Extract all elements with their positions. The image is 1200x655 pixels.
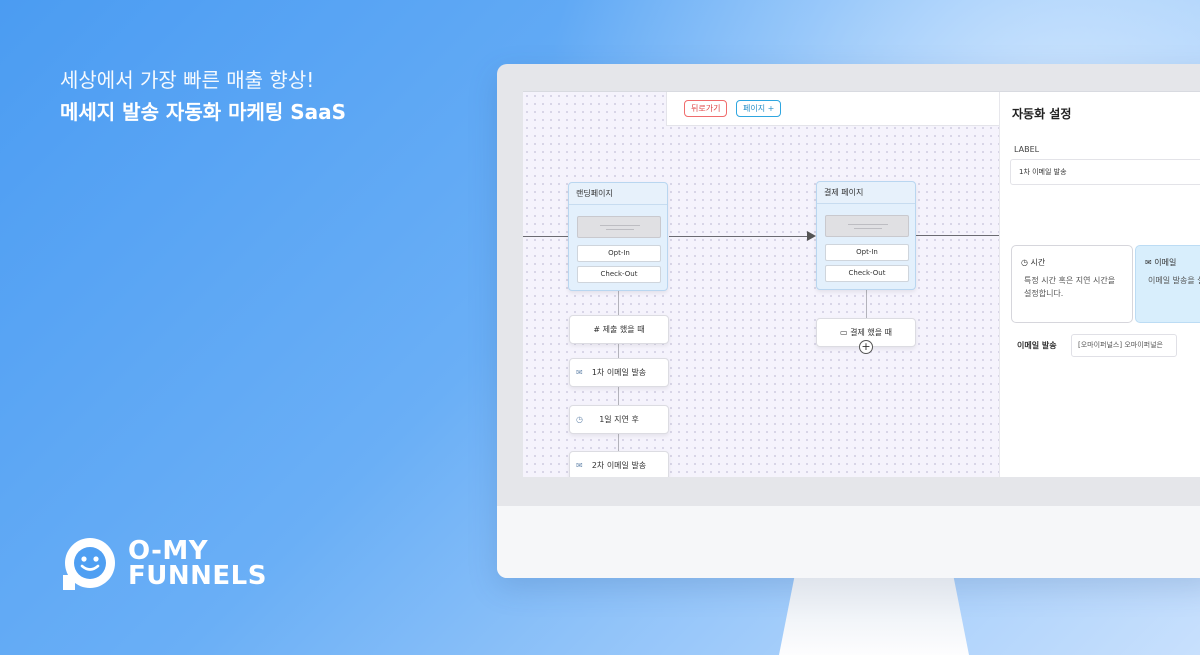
opt-in-button[interactable]: Opt-In: [825, 244, 909, 261]
payment-icon: ▭: [840, 328, 848, 337]
option-title: ◷ 시간: [1021, 258, 1046, 267]
add-step-button[interactable]: +: [859, 340, 873, 354]
step-label: 1차 이메일 발송: [591, 368, 647, 377]
clock-icon: ◷: [1021, 258, 1028, 267]
brand-wordmark: O-MY FUNNELS: [128, 536, 267, 591]
connector-line: [866, 290, 867, 320]
brand-line-2: FUNNELS: [128, 561, 267, 591]
page-node-title: 랜딩페이지: [569, 183, 667, 205]
automation-settings-panel: 자동화 설정 LABEL 1차 이메일 발송 ◷ 시간 특정 시간 혹은 지연 …: [999, 92, 1200, 477]
email-step[interactable]: ✉ 1차 이메일 발송: [569, 358, 669, 387]
flow-canvas[interactable]: 뒤로가기 페이지 + 랜딩페이지 Opt-In Check-Out 결제 페이지…: [523, 92, 999, 477]
page-node-landing[interactable]: 랜딩페이지 Opt-In Check-Out: [568, 182, 668, 291]
time-option-card[interactable]: ◷ 시간 특정 시간 혹은 지연 시간을 설정합니다.: [1011, 245, 1133, 323]
email-send-label: 이메일 발송: [1017, 341, 1057, 350]
page-thumbnail: [577, 216, 661, 238]
canvas-toolbar: 뒤로가기 페이지 +: [666, 92, 999, 126]
email-icon: ✉: [1145, 258, 1152, 267]
page-node-title: 결제 페이지: [817, 182, 915, 204]
step-label: 2차 이메일 발송: [591, 461, 647, 470]
step-label: 1일 지연 후: [599, 415, 639, 424]
brand-logo: O-MY FUNNELS: [60, 535, 267, 593]
email-option-card[interactable]: ✉ 이메일 이메일 발송을 설정합니다.: [1135, 245, 1200, 323]
step-label: 결제 했을 때: [850, 328, 892, 337]
label-input[interactable]: 1차 이메일 발송: [1010, 159, 1200, 185]
clock-icon: ◷: [576, 415, 583, 424]
trigger-step[interactable]: # 제출 했을 때: [569, 315, 669, 344]
page-node-payment[interactable]: 결제 페이지 Opt-In Check-Out: [816, 181, 916, 290]
page-thumbnail: [825, 215, 909, 237]
back-button[interactable]: 뒤로가기: [684, 100, 728, 117]
email-step[interactable]: ✉ 2차 이메일 발송: [569, 451, 669, 477]
email-template-select[interactable]: [오마이퍼널스] 오마이퍼널은: [1071, 334, 1177, 357]
option-title: ✉ 이메일: [1145, 258, 1177, 267]
smiley-chat-bubble-icon: [60, 535, 118, 593]
option-description: 특정 시간 혹은 지연 시간을 설정합니다.: [1024, 276, 1116, 298]
label-heading: LABEL: [1014, 145, 1040, 154]
connector-line: [523, 236, 569, 237]
monitor-stand: [779, 578, 969, 655]
add-page-button[interactable]: 페이지 +: [736, 100, 782, 117]
brand-line-1: O-MY: [128, 536, 209, 566]
monitor-chin: [497, 506, 1200, 578]
check-out-button[interactable]: Check-Out: [825, 265, 909, 282]
email-icon: ✉: [576, 461, 583, 470]
hero-headline: 세상에서 가장 빠른 매출 향상! 메세지 발송 자동화 마케팅 SaaS: [60, 66, 346, 127]
hero-line-1: 세상에서 가장 빠른 매출 향상!: [60, 68, 315, 92]
delay-step[interactable]: ◷ 1일 지연 후: [569, 405, 669, 434]
hash-icon: #: [593, 325, 601, 334]
connector-line: [669, 236, 807, 237]
check-out-button[interactable]: Check-Out: [577, 266, 661, 283]
connector-line: [916, 235, 999, 236]
opt-in-button[interactable]: Opt-In: [577, 245, 661, 262]
option-description: 이메일 발송을 설정합니다.: [1148, 276, 1200, 285]
app-screen: 뒤로가기 페이지 + 랜딩페이지 Opt-In Check-Out 결제 페이지…: [523, 91, 1200, 477]
hero-line-2: 메세지 발송 자동화 마케팅 SaaS: [60, 100, 347, 124]
email-icon: ✉: [576, 368, 583, 377]
panel-title: 자동화 설정: [1012, 107, 1072, 121]
step-label: 제출 했을 때: [602, 325, 645, 334]
arrow-head-icon: [807, 231, 816, 241]
